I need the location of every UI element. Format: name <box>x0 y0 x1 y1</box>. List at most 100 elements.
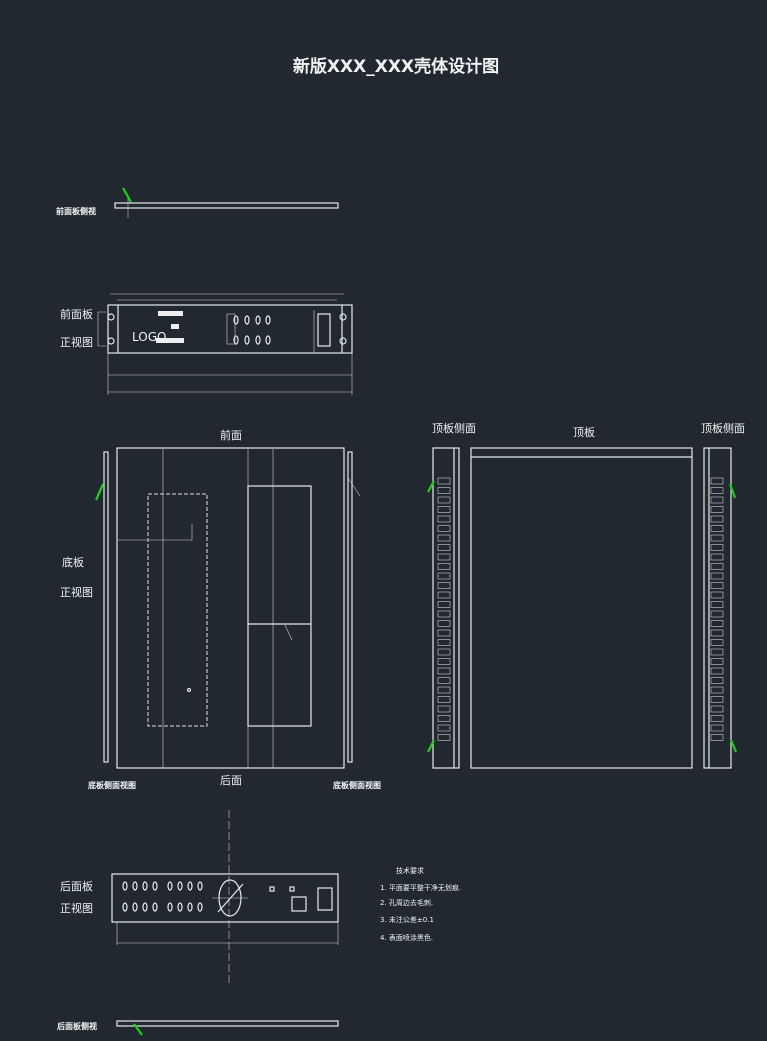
vent-slot <box>710 696 724 703</box>
vent-slot <box>437 506 451 513</box>
vent-slot <box>710 563 724 570</box>
front-view-label-2: 正视图 <box>60 335 93 349</box>
vent-slot <box>710 620 724 627</box>
bottom-view-label: 底板 <box>62 555 84 569</box>
vent-slot <box>710 734 724 741</box>
vent-slot <box>710 610 724 618</box>
vent-slot <box>710 572 724 580</box>
vent-slot <box>437 724 451 732</box>
vent-slot <box>437 553 451 561</box>
front-view-label: 前面板 <box>60 307 93 321</box>
vent-slot <box>437 477 451 485</box>
top-plate-view: 顶板侧面 顶板 顶板侧面 <box>427 421 745 769</box>
vent-slot <box>437 734 451 741</box>
front-panel-front-view: 前面板 正视图 LOGO <box>60 293 353 395</box>
vent-slot <box>437 677 451 684</box>
vent-slot <box>710 544 724 551</box>
vent-slot <box>437 620 451 627</box>
drawing-title: 新版XXX_XXX壳体设计图 <box>293 56 499 77</box>
top-plate-label: 顶板 <box>573 425 595 439</box>
connector-hole <box>167 902 173 912</box>
vent-slot <box>437 534 451 542</box>
front-panel-side-view: 前面板侧视 <box>56 187 339 218</box>
connector-hole <box>187 881 193 891</box>
vent-slot <box>710 677 724 684</box>
vent-slot <box>437 487 451 494</box>
vent-slot <box>437 696 451 703</box>
tech-req-item: 4. 表面喷涂黑色. <box>380 933 433 942</box>
vent-slot <box>710 534 724 542</box>
front-label: 前面 <box>220 428 242 442</box>
connector-hole <box>152 881 158 891</box>
vent-slot <box>710 629 724 637</box>
vent-slot <box>710 686 724 694</box>
vent-slot <box>710 724 724 732</box>
vent-slot <box>437 705 451 713</box>
connector-hole <box>132 902 138 912</box>
tech-req-item: 2. 孔周边去毛刺. <box>380 898 433 907</box>
tech-req-title: 技术要求 <box>396 866 424 875</box>
connector-hole <box>142 902 148 912</box>
back-label: 后面 <box>220 774 242 787</box>
vent-slot <box>710 496 724 504</box>
connector-hole <box>197 902 203 912</box>
vent-slot <box>710 487 724 494</box>
vent-slot <box>710 648 724 656</box>
back-side-label: 后面板侧视 <box>57 1021 97 1031</box>
vent-slot <box>437 525 451 532</box>
vent-slot <box>437 629 451 637</box>
vent-slot <box>437 515 451 523</box>
vent-slot <box>710 639 724 646</box>
vent-slot <box>437 648 451 656</box>
vent-slot <box>710 591 724 599</box>
vent-slot <box>710 667 724 675</box>
vent-slot <box>437 582 451 589</box>
vent-slot <box>437 639 451 646</box>
bottom-right-side-label: 底板侧面视图 <box>332 780 381 790</box>
vent-slot <box>437 610 451 618</box>
tech-req-item: 3. 未注公差±0.1 <box>380 915 434 924</box>
vent-slot <box>437 496 451 504</box>
vent-slot <box>437 686 451 694</box>
vent-slot <box>710 705 724 713</box>
vent-slot <box>437 544 451 551</box>
vent-slot <box>437 591 451 599</box>
bottom-left-side-label: 底板侧面视图 <box>87 780 136 790</box>
connector-hole <box>142 881 148 891</box>
vent-slot <box>710 658 724 665</box>
vent-slot <box>437 601 451 608</box>
back-view-label: 后面板 <box>60 879 93 893</box>
back-panel-side-view: 后面板侧视 <box>57 1020 339 1036</box>
vent-slot <box>710 601 724 608</box>
vent-slot <box>437 715 451 722</box>
vent-slot <box>437 658 451 665</box>
back-view-label-2: 正视图 <box>60 901 93 915</box>
tech-req-item: 1. 平面要平整干净无划痕. <box>380 883 461 892</box>
top-right-side-label: 顶板侧面 <box>701 421 745 435</box>
connector-hole <box>177 902 183 912</box>
top-left-side-label: 顶板侧面 <box>432 421 476 435</box>
connector-hole <box>177 881 183 891</box>
vent-slot <box>710 477 724 485</box>
connector-hole <box>122 902 128 912</box>
vent-slot <box>710 582 724 589</box>
vent-slot <box>437 667 451 675</box>
vent-slot <box>437 572 451 580</box>
bottom-view-label-2: 正视图 <box>60 585 93 599</box>
vent-slot <box>710 553 724 561</box>
vent-slot <box>710 715 724 722</box>
connector-hole <box>197 881 203 891</box>
vent-slot <box>710 506 724 513</box>
connector-hole <box>187 902 193 912</box>
vent-slot <box>710 525 724 532</box>
vent-slot <box>437 563 451 570</box>
vent-slot <box>710 515 724 523</box>
tech-requirements: 技术要求 1. 平面要平整干净无划痕. 2. 孔周边去毛刺. 3. 未注公差±0… <box>380 866 461 942</box>
connector-hole <box>167 881 173 891</box>
connector-hole <box>122 881 128 891</box>
connector-hole <box>152 902 158 912</box>
back-panel-front-view: 后面板 正视图 <box>60 810 339 985</box>
bottom-plate-front-view: 前面 后面 底板 正视图 底板侧面视图 底板侧面视图 <box>60 428 381 790</box>
front-side-label: 前面板侧视 <box>56 206 96 216</box>
